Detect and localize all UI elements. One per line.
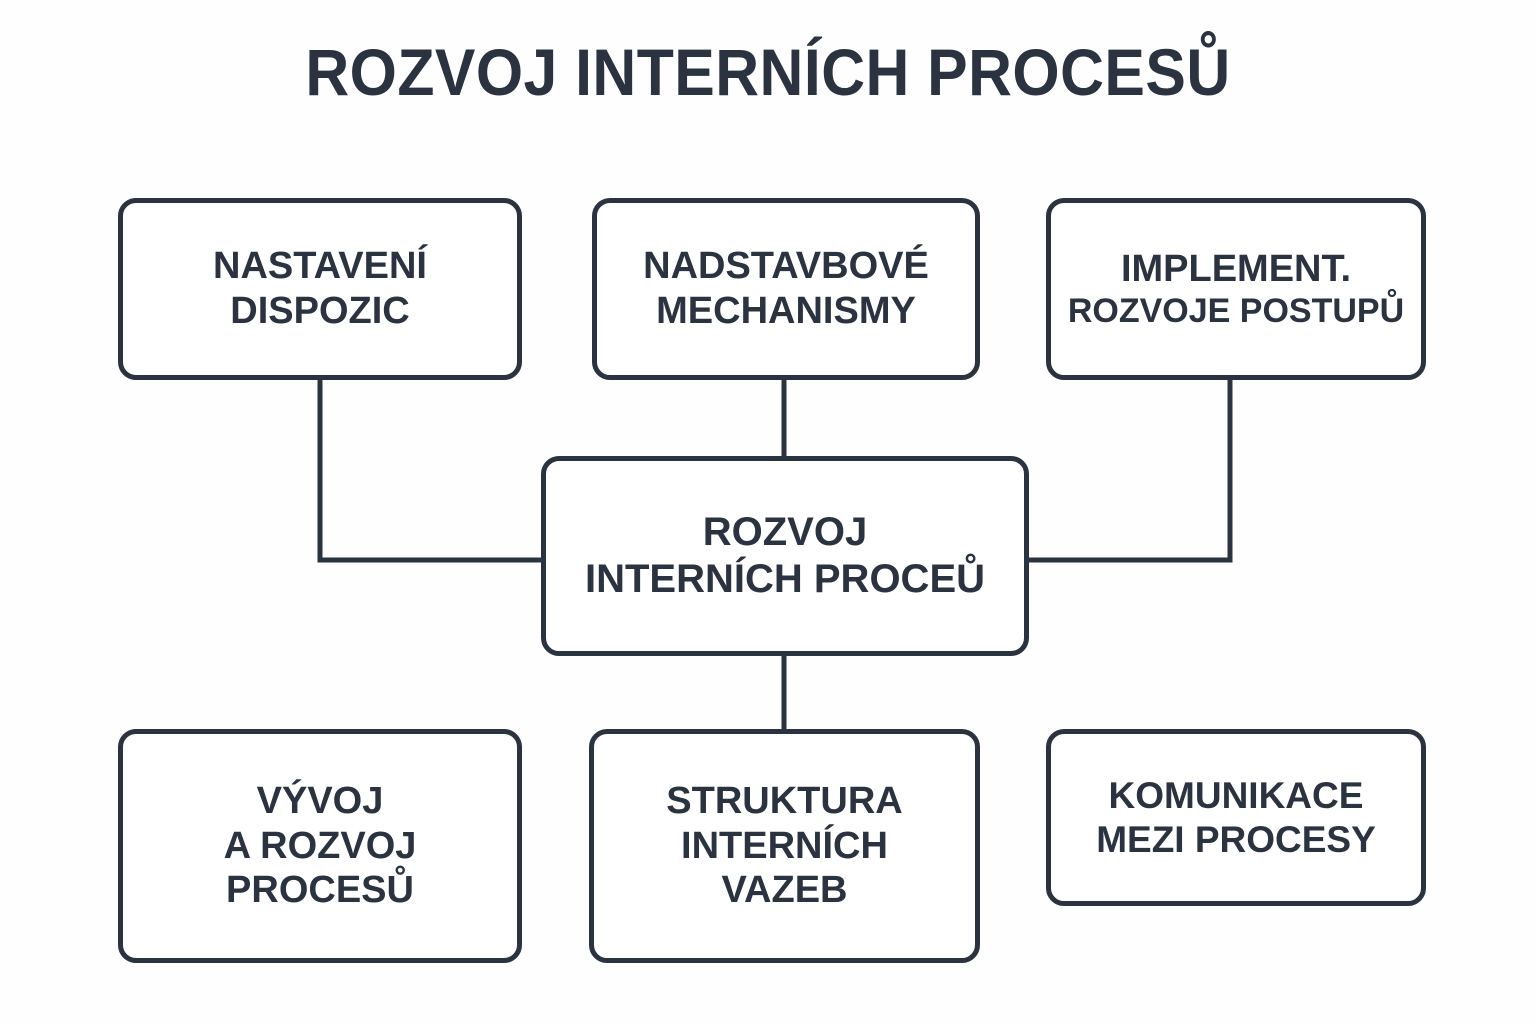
node-label-line3: VAZEB [721,869,848,912]
node-label-line1: STRUKTURA [666,779,903,822]
node-label-line2: MEZI PROCESY [1096,818,1376,860]
node-label-line2: MECHANISMY [656,290,916,332]
node-nastaveni-dispozic[interactable]: NASTAVENÍ DISPOZIC [118,198,522,380]
connector-nastaveni-to-center [317,380,544,563]
node-label-line1: NASTAVENÍ [213,245,427,288]
connector-implementace-to-center [1027,380,1233,563]
node-label-line1: KOMUNIKACE [1108,774,1364,816]
node-label-line2: INTERNÍCH [681,824,888,867]
node-label-line2: ROZVOJE POSTUPŮ [1067,292,1405,331]
center-label-line1: ROZVOJ [702,509,868,554]
node-implementace-rozvoje[interactable]: IMPLEMENT. ROZVOJE POSTUPŮ [1046,198,1426,380]
node-rozvoj-internich-procesu[interactable]: ROZVOJ INTERNÍCH PROCEŮ [541,456,1029,656]
node-label-line1: NADSTAVBOVÉ [643,245,929,288]
node-komunikace-mezi-procesy[interactable]: KOMUNIKACE MEZI PROCESY [1046,729,1426,906]
node-label-line2: A ROZVOJ [223,824,417,867]
node-label-line2: DISPOZIC [230,290,410,332]
node-nadstavbove-mechanismy[interactable]: NADSTAVBOVÉ MECHANISMY [592,198,980,380]
node-label-line3: PROCESŮ [226,869,414,912]
node-label-line1: VÝVOJ [256,779,384,822]
node-label-line1: IMPLEMENT. [1120,247,1352,290]
node-struktura-internich-vazeb[interactable]: STRUKTURA INTERNÍCH VAZEB [589,729,980,963]
center-label-line2: INTERNÍCH PROCEŮ [584,557,986,601]
page-title: ROZVOJ INTERNÍCH PROCESŮ [305,35,1231,109]
node-vyvoj-a-rozvoj-procesu[interactable]: VÝVOJ A ROZVOJ PROCESŮ [118,729,522,963]
